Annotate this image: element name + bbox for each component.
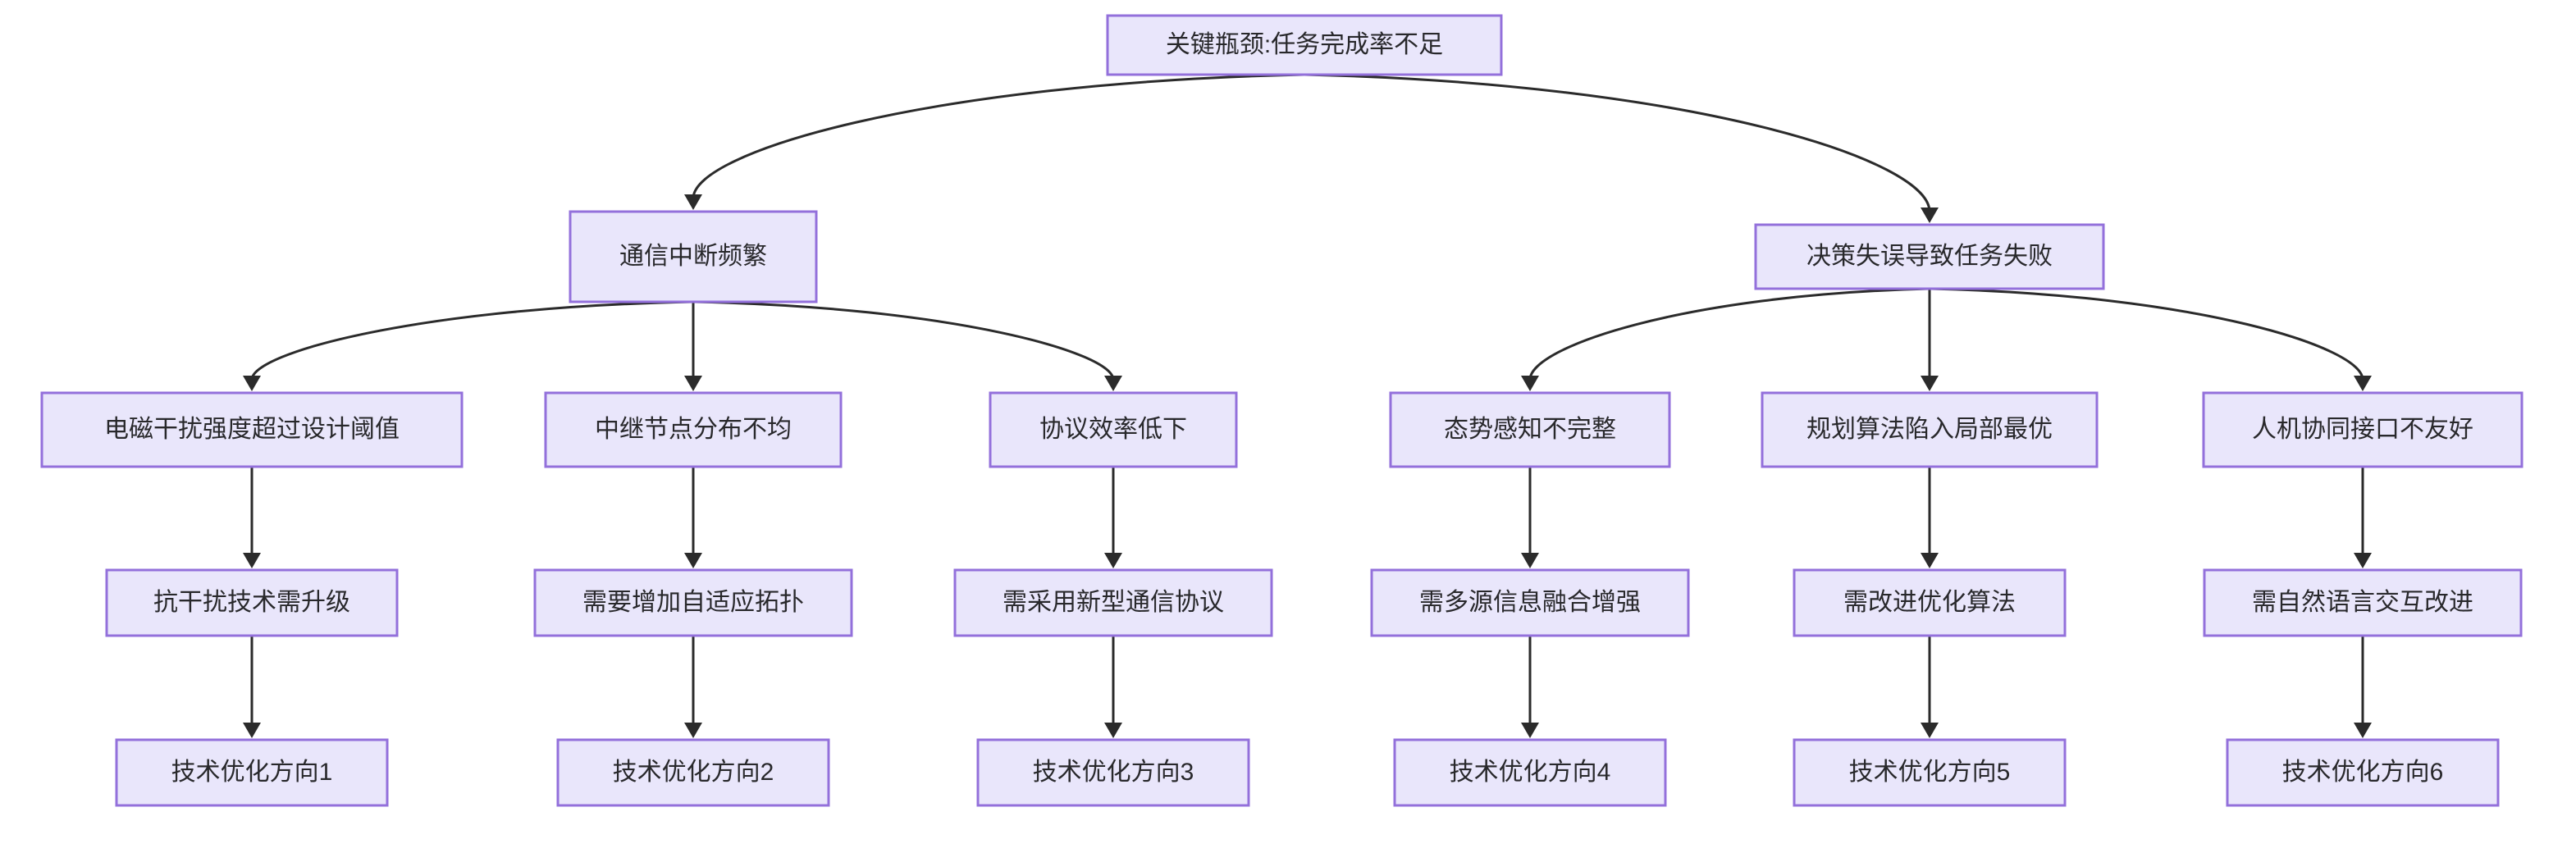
flow-node-n4[interactable]: 需多源信息融合增强 (1370, 568, 1690, 637)
node-label: 技术优化方向2 (613, 759, 774, 786)
flow-node-t2[interactable]: 技术优化方向2 (556, 738, 830, 807)
node-box (1389, 391, 1671, 468)
node-box (953, 568, 1273, 637)
flow-node-t5[interactable]: 技术优化方向5 (1793, 738, 2067, 807)
flow-node-t6[interactable]: 技术优化方向6 (2226, 738, 2500, 807)
flow-node-s3[interactable]: 协议效率低下 (989, 391, 1238, 468)
node-box (569, 210, 818, 303)
node-label: 技术优化方向1 (171, 759, 333, 786)
flow-node-t4[interactable]: 技术优化方向4 (1393, 738, 1667, 807)
arrowhead-icon (2354, 376, 2372, 391)
arrowhead-icon (1521, 553, 1539, 568)
node-box (1793, 568, 2067, 637)
node-box (105, 568, 399, 637)
node-label: 通信中断频繁 (619, 243, 767, 270)
arrowhead-icon (684, 194, 702, 210)
arrowhead-icon (243, 376, 261, 391)
arrowhead-icon (1104, 723, 1122, 738)
node-box (2202, 391, 2523, 468)
flow-node-s6[interactable]: 人机协同接口不友好 (2202, 391, 2523, 468)
node-box (1793, 738, 2067, 807)
arrowhead-icon (243, 553, 261, 568)
arrowhead-icon (684, 553, 702, 568)
node-label: 技术优化方向6 (2282, 759, 2444, 786)
node-label: 人机协同接口不友好 (2252, 416, 2473, 443)
edge-c2-to-s4 (1528, 287, 1930, 381)
node-label: 技术优化方向3 (1033, 759, 1194, 786)
node-box (976, 738, 1250, 807)
arrowhead-icon (1921, 723, 1939, 738)
node-label: 需采用新型通信协议 (1003, 589, 1224, 616)
flow-node-c1[interactable]: 通信中断频繁 (569, 210, 818, 303)
arrowhead-icon (1521, 723, 1539, 738)
node-box (1754, 223, 2105, 290)
arrowhead-icon (1104, 553, 1122, 568)
node-label: 抗干扰技术需升级 (153, 589, 350, 616)
flow-node-n3[interactable]: 需采用新型通信协议 (953, 568, 1273, 637)
node-box (1761, 391, 2099, 468)
flow-node-c2[interactable]: 决策失误导致任务失败 (1754, 223, 2105, 290)
node-box (40, 391, 464, 468)
node-label: 技术优化方向4 (1450, 759, 1611, 786)
edge-root-to-c2 (1304, 73, 1931, 212)
node-box (556, 738, 830, 807)
node-label: 电磁干扰强度超过设计阈值 (104, 416, 400, 443)
node-box (1106, 14, 1503, 76)
arrowhead-icon (1521, 376, 1539, 391)
edge-c1-to-s1 (250, 300, 694, 381)
node-box (2203, 568, 2523, 637)
flow-node-s4[interactable]: 态势感知不完整 (1389, 391, 1671, 468)
node-label: 需多源信息融合增强 (1419, 589, 1641, 616)
arrowhead-icon (684, 376, 702, 391)
flow-node-root[interactable]: 关键瓶颈:任务完成率不足 (1106, 14, 1503, 76)
edge-c1-to-s3 (692, 300, 1115, 381)
flow-node-n2[interactable]: 需要增加自适应拓扑 (533, 568, 853, 637)
node-box (115, 738, 389, 807)
arrowhead-icon (1921, 208, 1939, 223)
node-label: 技术优化方向5 (1849, 759, 2011, 786)
node-label: 需自然语言交互改进 (2252, 589, 2473, 616)
arrowhead-icon (1921, 376, 1939, 391)
edge-root-to-c1 (692, 73, 1305, 199)
arrowhead-icon (243, 723, 261, 738)
node-box (1370, 568, 1690, 637)
flow-node-t1[interactable]: 技术优化方向1 (115, 738, 389, 807)
node-label: 协议效率低下 (1039, 416, 1187, 443)
arrowhead-icon (2354, 553, 2372, 568)
flow-node-s2[interactable]: 中继节点分布不均 (544, 391, 843, 468)
node-box (533, 568, 853, 637)
flow-node-s5[interactable]: 规划算法陷入局部最优 (1761, 391, 2099, 468)
flow-node-t3[interactable]: 技术优化方向3 (976, 738, 1250, 807)
node-label: 规划算法陷入局部最优 (1806, 416, 2053, 443)
node-label: 态势感知不完整 (1444, 416, 1616, 443)
flow-node-s1[interactable]: 电磁干扰强度超过设计阈值 (40, 391, 464, 468)
node-box (2226, 738, 2500, 807)
node-label: 中继节点分布不均 (595, 416, 792, 443)
node-label: 决策失误导致任务失败 (1806, 243, 2053, 270)
node-label: 关键瓶颈:任务完成率不足 (1166, 31, 1443, 58)
node-label: 需改进优化算法 (1843, 589, 2016, 616)
node-box (544, 391, 843, 468)
arrowhead-icon (2354, 723, 2372, 738)
node-box (989, 391, 1238, 468)
edges-layer (243, 73, 2372, 738)
flow-node-n5[interactable]: 需改进优化算法 (1793, 568, 2067, 637)
arrowhead-icon (1921, 553, 1939, 568)
arrowhead-icon (1104, 376, 1122, 391)
flow-node-n6[interactable]: 需自然语言交互改进 (2203, 568, 2523, 637)
edge-c2-to-s6 (1929, 287, 2364, 381)
node-label: 需要增加自适应拓扑 (582, 589, 804, 616)
flow-node-n1[interactable]: 抗干扰技术需升级 (105, 568, 399, 637)
node-box (1393, 738, 1667, 807)
arrowhead-icon (684, 723, 702, 738)
